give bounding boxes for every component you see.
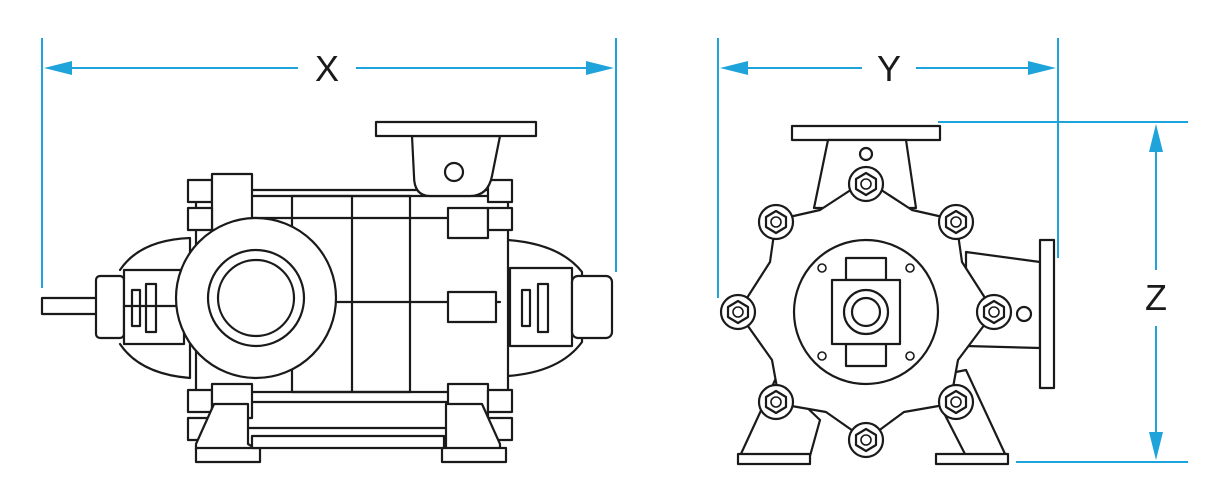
- bolt: [719, 293, 757, 331]
- foot-left-base: [194, 446, 262, 464]
- bolt: [757, 383, 795, 421]
- bolt-nut: [186, 178, 214, 204]
- y-label: Y: [877, 48, 901, 89]
- x-arrow-right: [586, 61, 614, 75]
- foot-right-base: [440, 446, 508, 464]
- dimension-x: X: [41, 38, 617, 288]
- z-arrow-top: [1149, 124, 1163, 152]
- coupling-right-a: [520, 288, 532, 328]
- y-arrow-right: [1028, 61, 1056, 75]
- bolt: [847, 421, 885, 459]
- side-flange: [1038, 238, 1056, 390]
- x-label: X: [315, 48, 339, 89]
- bolt: [847, 165, 885, 203]
- discharge-flange: [790, 124, 942, 142]
- bearing-housing-left: [94, 274, 126, 340]
- pump-side-view: [40, 120, 614, 464]
- side-port: [1015, 305, 1033, 323]
- pump-front-view: [719, 124, 1056, 466]
- y-arrow-left: [720, 61, 748, 75]
- dimension-z: Z: [938, 121, 1188, 463]
- coupling-left-a: [130, 288, 142, 328]
- bolt-block: [446, 206, 490, 240]
- shaft-end: [850, 296, 882, 328]
- bolt: [937, 383, 975, 421]
- coupling-right-b: [536, 282, 550, 334]
- vent-port: [858, 146, 874, 162]
- z-arrow-bottom: [1149, 432, 1163, 460]
- bolt: [975, 293, 1013, 331]
- z-label: Z: [1145, 277, 1167, 318]
- bolt-nut: [186, 206, 214, 232]
- discharge-flange: [374, 120, 538, 138]
- suction-port-inner: [216, 258, 296, 338]
- bearing-housing-right: [570, 274, 614, 340]
- bolt-nut: [486, 178, 514, 204]
- x-arrow-left: [44, 61, 72, 75]
- bolt: [937, 203, 975, 241]
- bolt-nut: [486, 388, 514, 414]
- dimension-y: Y: [717, 38, 1059, 298]
- shaft: [40, 296, 100, 316]
- bolt-nut: [186, 388, 214, 414]
- vent-port: [443, 161, 465, 183]
- bolt: [757, 203, 795, 241]
- bolt-nut: [486, 206, 514, 232]
- foot-right-base: [934, 452, 1010, 466]
- base-rail: [250, 434, 446, 450]
- bolt-block: [446, 290, 498, 324]
- foot-left-base: [736, 452, 812, 466]
- coupling-left-b: [144, 282, 158, 334]
